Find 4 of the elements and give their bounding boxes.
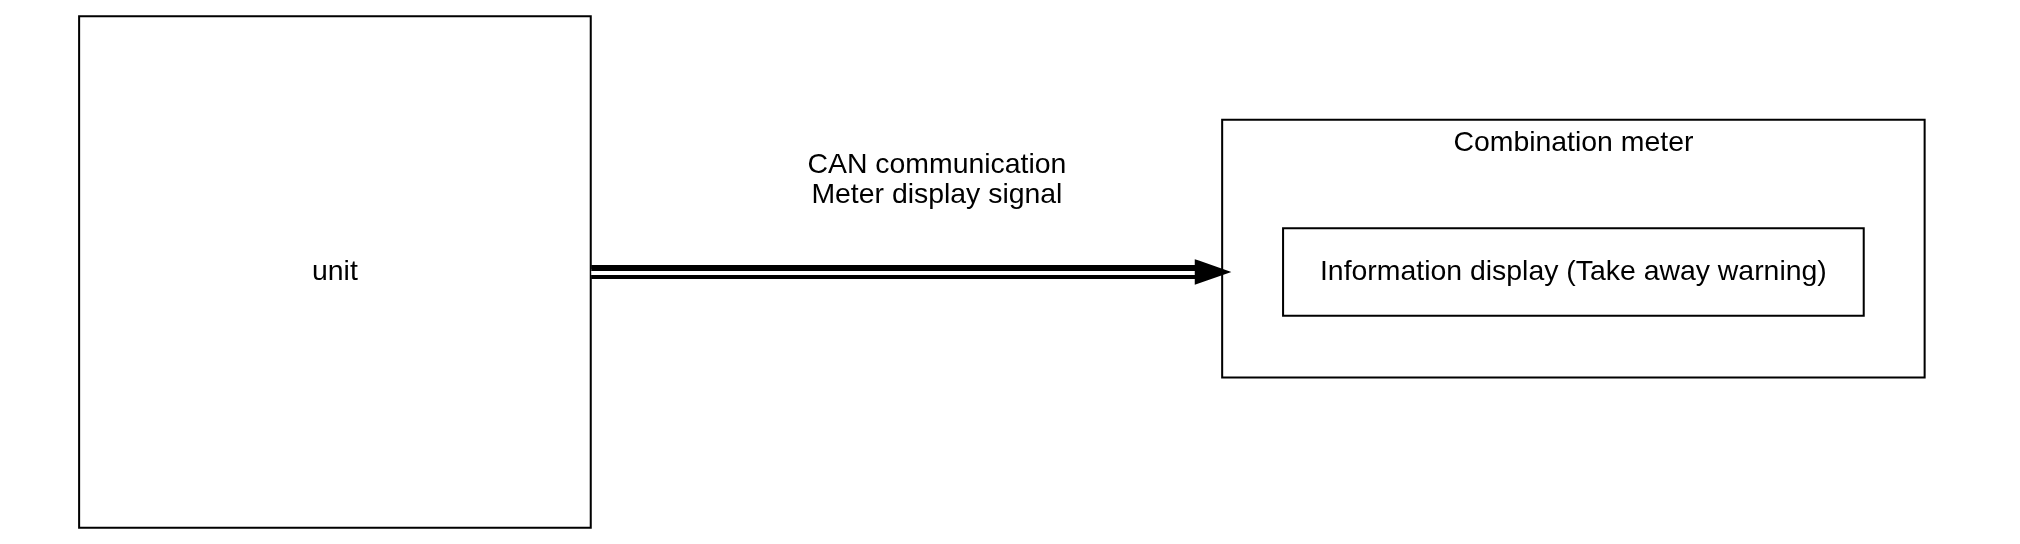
arrow (591, 259, 1232, 285)
node-box: Information display (Take away warning) (1282, 227, 1865, 317)
node-box: unit (78, 15, 592, 529)
edge-label: CAN communication Meter display signal (807, 146, 1067, 210)
